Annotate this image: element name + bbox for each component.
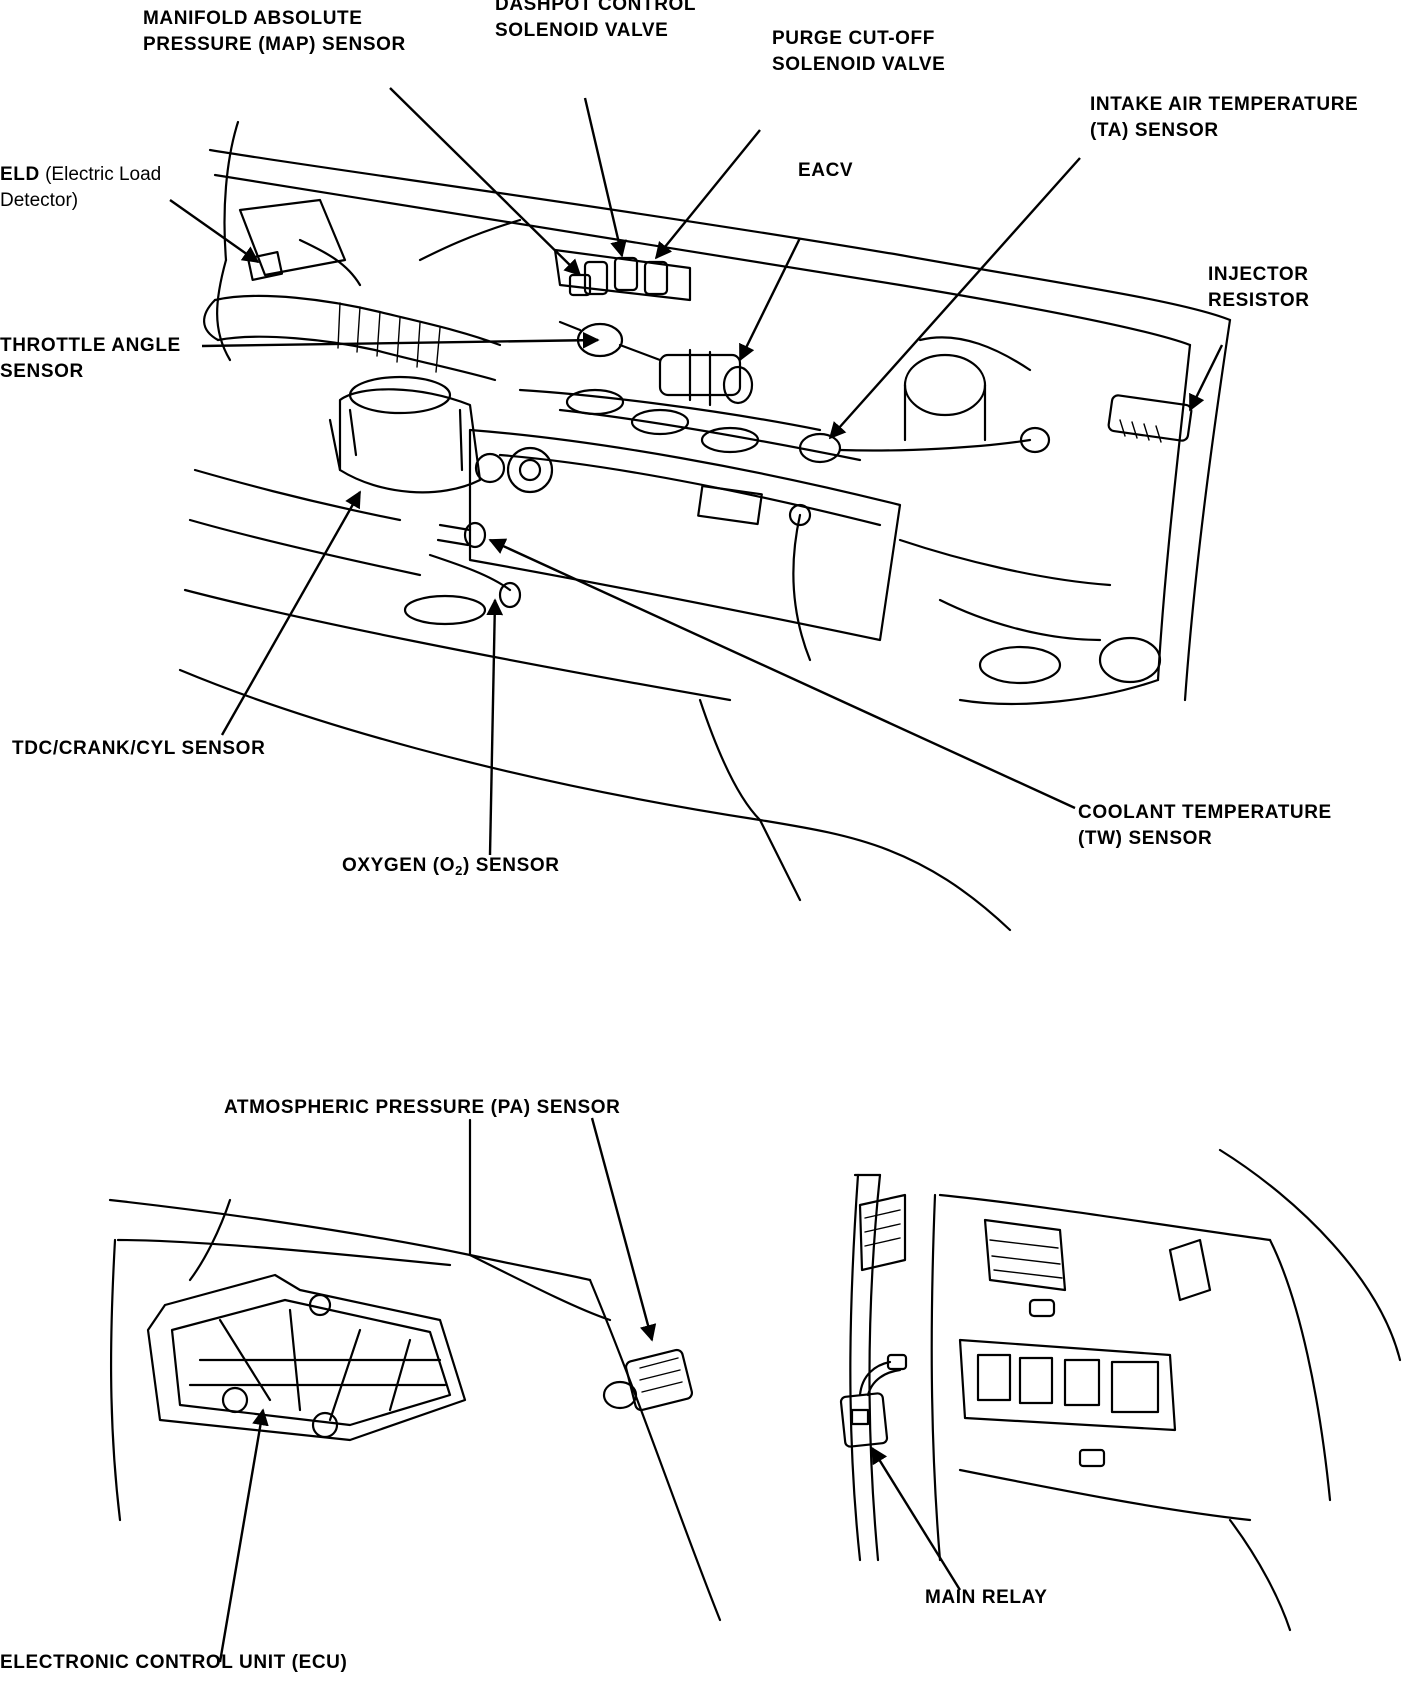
leader-injector [1188,344,1224,412]
label-eld-line2: Detector) [0,190,79,211]
leader-relay [870,1446,962,1591]
ecu-drawing [108,1118,722,1622]
label-purge-valve-line2: SOLENOID VALVE [772,54,946,75]
label-throttle-angle-sensor-line2: SENSOR [0,361,84,382]
leader-eacv [738,237,802,362]
label-oxygen-sensor-post: ) SENSOR [462,855,560,876]
label-dashpot-valve-line2: SOLENOID VALVE [495,20,669,41]
leader-eld [169,199,260,263]
leader-throttle [201,331,600,349]
leader-map [389,87,582,277]
label-coolant-temp-sensor-line2: (TW) SENSOR [1078,828,1213,849]
leader-ecu [218,1408,269,1663]
label-map-sensor-line1: MANIFOLD ABSOLUTE [143,8,363,29]
leader-oxygen [486,598,504,856]
label-iat-sensor: INTAKE AIR TEMPERATURE (TA) SENSOR [1090,92,1358,144]
label-pa-sensor: ATMOSPHERIC PRESSURE (PA) SENSOR [224,1097,621,1118]
label-iat-sensor-line2: (TA) SENSOR [1090,120,1219,141]
label-coolant-temp-sensor-line1: COOLANT TEMPERATURE [1078,802,1332,823]
label-map-sensor-line2: PRESSURE (MAP) SENSOR [143,34,406,55]
label-dashpot-valve: DASHPOT CONTROL SOLENOID VALVE [495,0,696,44]
label-injector-resistor-line2: RESISTOR [1208,290,1310,311]
label-injector-resistor: INJECTOR RESISTOR [1208,262,1310,314]
leader-purge [654,129,761,260]
leader-tdc [220,490,362,736]
label-main-relay: MAIN RELAY [925,1587,1048,1608]
label-oxygen-sensor-sub: 2 [455,863,463,878]
label-iat-sensor-line1: INTAKE AIR TEMPERATURE [1090,94,1359,115]
label-throttle-angle-sensor: THROTTLE ANGLE SENSOR [0,333,181,385]
label-eacv: EACV [798,160,854,181]
leader-coolant [488,538,1076,810]
label-injector-resistor-line1: INJECTOR [1208,264,1309,285]
leader-pa [590,1117,657,1342]
label-eld-abbr: ELD [0,164,40,185]
label-map-sensor: MANIFOLD ABSOLUTE PRESSURE (MAP) SENSOR [143,6,406,58]
label-purge-valve: PURGE CUT-OFF SOLENOID VALVE [772,26,945,78]
label-ecu: ELECTRONIC CONTROL UNIT (ECU) [0,1652,348,1673]
label-oxygen-sensor-pre: OXYGEN (O [342,855,456,876]
main-relay-drawing [839,1148,1402,1632]
label-eld: ELD (Electric Load Detector) [0,162,161,214]
label-eld-desc: (Electric Load [39,164,162,185]
label-purge-valve-line1: PURGE CUT-OFF [772,28,935,49]
leader-dashpot [583,97,627,258]
label-coolant-temp-sensor: COOLANT TEMPERATURE (TW) SENSOR [1078,800,1332,852]
label-tdc-crank-cyl-sensor: TDC/CRANK/CYL SENSOR [12,738,266,759]
leader-iat [828,157,1081,440]
label-oxygen-sensor: OXYGEN (O2) SENSOR [342,853,560,884]
engine-bay-drawing [178,120,1232,932]
label-eld-line1: ELD (Electric Load [0,162,161,188]
label-throttle-angle-sensor-line1: THROTTLE ANGLE [0,335,181,356]
label-dashpot-valve-line1: DASHPOT CONTROL [495,0,697,15]
